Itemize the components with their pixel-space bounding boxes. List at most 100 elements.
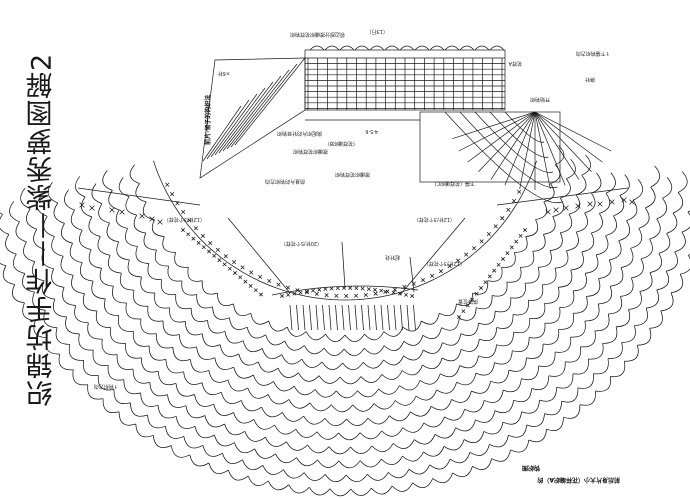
- chain-loop: [227, 469, 249, 481]
- chain-loop: [155, 333, 173, 349]
- chain-loop: [185, 321, 203, 336]
- neckline-curve: [153, 160, 537, 301]
- chain-loop: [444, 409, 465, 421]
- chain-loop: [538, 250, 552, 268]
- yoke-caption-line1: 前后身片大小（花样编织A）的: [537, 476, 620, 484]
- chain-loop: [254, 448, 276, 459]
- chain-loop: [402, 422, 425, 433]
- chain-loop: [495, 297, 512, 313]
- chain-loop: [286, 326, 307, 337]
- chain-loop: [555, 336, 572, 353]
- chain-loop: [240, 400, 262, 412]
- chain-loop: [170, 445, 190, 458]
- chain-loop: [512, 300, 529, 316]
- chain-loop: [125, 302, 141, 320]
- chain-loop: [619, 174, 630, 196]
- chain-loop: [638, 207, 650, 229]
- chain-loop: [549, 232, 563, 251]
- chain-loop: [641, 238, 653, 260]
- chain-loop: [204, 415, 225, 428]
- chain-loop: [102, 398, 120, 413]
- chain-loop: [140, 392, 159, 407]
- fan-spoke: [534, 111, 580, 180]
- chain-loop: [113, 389, 131, 404]
- fan-spoke: [534, 111, 612, 152]
- stitch-cross: [470, 297, 475, 302]
- chain-loop: [401, 364, 423, 376]
- chain-loop: [471, 381, 491, 394]
- chain-loop: [350, 445, 373, 454]
- chain-loop: [224, 423, 246, 436]
- stitch-cross: [286, 292, 291, 297]
- chain-loop: [169, 307, 186, 323]
- stitch-cross: [329, 286, 334, 291]
- stitch-cross: [629, 199, 635, 205]
- fan-spoke: [519, 111, 536, 189]
- chain-loop: [560, 178, 571, 199]
- chain-loop: [602, 326, 618, 344]
- chain-loop: [172, 347, 191, 362]
- chain-loop: [463, 431, 485, 444]
- chain-loop: [666, 212, 678, 234]
- chain-loop: [452, 466, 473, 478]
- chain-loop: [359, 430, 382, 440]
- chain-loop: [108, 190, 120, 211]
- chain-loop: [483, 422, 504, 435]
- chain-loop: [0, 212, 3, 215]
- slant-line: [234, 57, 306, 146]
- chain-loop: [55, 327, 70, 345]
- chain-loop: [440, 365, 461, 378]
- stitch-post: [380, 304, 384, 331]
- chain-loop: [544, 307, 561, 324]
- chain-loop: [631, 258, 644, 279]
- chain-loop: [491, 449, 511, 462]
- chain-loop: [88, 249, 102, 269]
- chain-loop: [630, 228, 643, 249]
- chain-loop: [51, 236, 64, 257]
- chain-loop: [656, 197, 668, 220]
- chain-loop: [576, 212, 588, 233]
- stitch-cross: [165, 182, 170, 187]
- chain-loop: [43, 310, 58, 329]
- stitch-cross: [523, 228, 527, 232]
- stitch-cross: [496, 262, 501, 267]
- stitch-cross: [89, 205, 95, 211]
- yoke-label-center: （20针/5个花样）: [281, 240, 322, 247]
- stitch-cross: [323, 287, 328, 292]
- chain-loop: [423, 446, 445, 457]
- chain-loop: [129, 164, 140, 184]
- chain-loop: [154, 292, 170, 309]
- leader-line: [341, 241, 346, 289]
- chain-loop: [175, 294, 192, 310]
- chain-loop: [441, 318, 460, 331]
- chain-loop: [174, 252, 189, 268]
- chain-loop: [36, 195, 48, 217]
- yoke-label-start: 起针处: [385, 254, 400, 261]
- stitch-cross: [344, 293, 349, 299]
- chain-loop: [142, 201, 155, 220]
- chain-loop: [185, 405, 206, 419]
- scallop: [489, 45, 505, 51]
- scallop: [354, 45, 370, 51]
- chain-loop: [566, 159, 576, 180]
- fan-spoke: [467, 111, 536, 163]
- chain-loop: [147, 263, 162, 280]
- chain-loop: [443, 439, 465, 451]
- top-label-patternB: （花样编织B）: [325, 140, 358, 147]
- chain-loop: [295, 428, 318, 438]
- chain-loop: [649, 218, 661, 240]
- stitch-cross: [461, 309, 466, 314]
- chain-loop: [68, 344, 84, 361]
- chain-loop: [234, 442, 255, 454]
- chain-loop: [242, 459, 263, 471]
- chain-loop: [87, 384, 104, 400]
- chain-loop: [140, 276, 155, 294]
- chain-loop: [62, 287, 76, 306]
- stitch-cross: [373, 291, 378, 296]
- chain-loop: [102, 170, 113, 191]
- stitch-cross: [193, 226, 199, 231]
- stitch-cross: [487, 274, 492, 279]
- stitch-post: [296, 304, 299, 331]
- chain-loop: [449, 452, 471, 464]
